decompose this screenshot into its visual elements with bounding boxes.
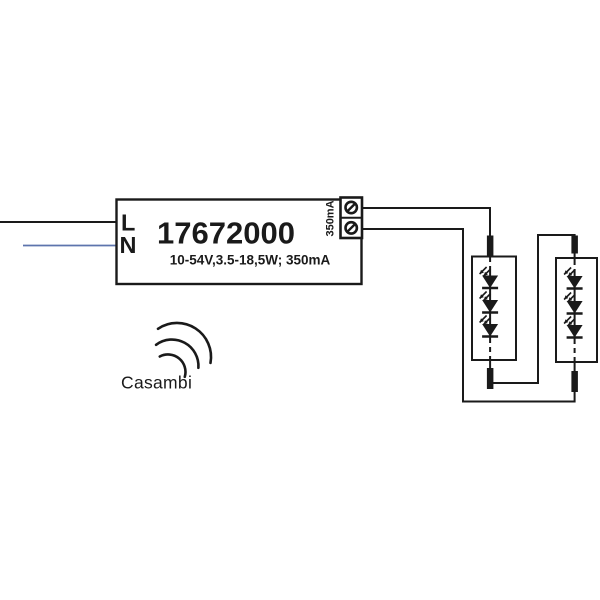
connector-pin — [486, 368, 494, 389]
led-icon — [478, 290, 500, 314]
led-module-2 — [555, 235, 598, 392]
led-icon — [478, 314, 500, 338]
output-terminal-block — [339, 196, 364, 240]
casambi-label: Casambi — [121, 373, 192, 393]
casambi-logo: Casambi — [121, 321, 213, 393]
terminal-l-label: L — [121, 210, 135, 236]
led-module-1 — [471, 235, 517, 389]
led-icon — [478, 265, 500, 290]
output-return-wire — [362, 228, 576, 403]
driver-model: 17672000 — [157, 216, 295, 251]
connector-pin — [571, 371, 578, 392]
signal-arcs-icon — [154, 321, 213, 379]
led-icon — [562, 291, 584, 315]
output-current-label: 350mA — [325, 200, 337, 236]
output-positive-wire — [362, 207, 491, 237]
module-outline — [555, 257, 598, 363]
connector-pin — [486, 235, 494, 257]
screw-terminal-2-icon — [344, 220, 359, 235]
led-icon — [562, 315, 584, 339]
driver-specs: 10-54V,3.5-18,5W; 350mA — [170, 253, 331, 268]
driver-box — [115, 198, 363, 286]
module-outline — [471, 255, 517, 361]
led-icon — [562, 266, 584, 290]
connector-pin — [571, 235, 578, 254]
terminal-n-label: N — [120, 232, 137, 258]
screw-terminal-1-icon — [344, 200, 359, 215]
